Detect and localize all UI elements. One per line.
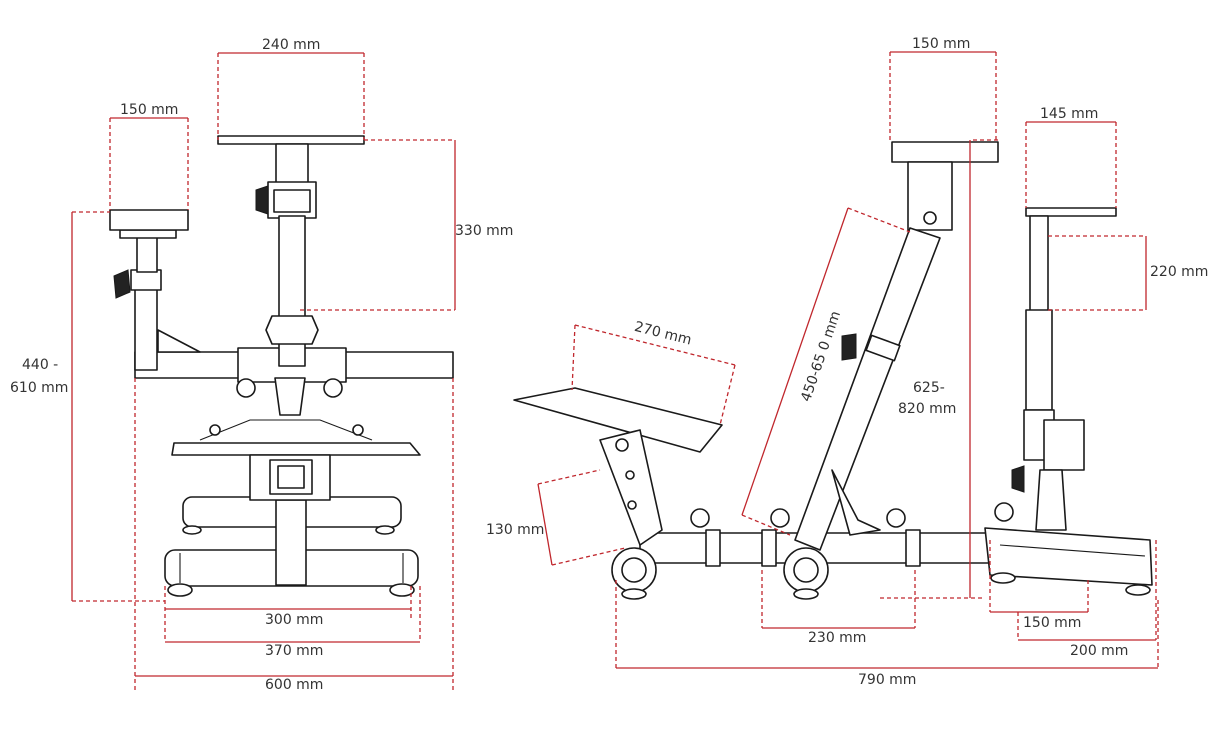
side-dimensions bbox=[537, 51, 1159, 669]
front-shifter-arm bbox=[109, 209, 201, 371]
label-625-b: 820 mm bbox=[898, 401, 956, 417]
label-230mm: 230 mm bbox=[808, 630, 866, 646]
label-440-a: 440 - bbox=[22, 357, 58, 373]
label-440-b: 610 mm bbox=[10, 380, 68, 396]
front-column bbox=[217, 135, 365, 416]
side-view: 150 mm 145 mm 220 mm 270 mm 450-65 0 mm … bbox=[486, 36, 1208, 688]
label-300mm: 300 mm bbox=[265, 612, 323, 628]
front-pedal-plate bbox=[171, 378, 421, 501]
front-dimensions bbox=[71, 52, 456, 690]
label-790mm: 790 mm bbox=[858, 672, 916, 688]
front-view: 240 mm 150 mm 330 mm 440 - 610 mm 300 mm… bbox=[10, 37, 513, 693]
label-240mm: 240 mm bbox=[262, 37, 320, 53]
label-200mm: 200 mm bbox=[1070, 643, 1128, 659]
label-150mm-front: 150 mm bbox=[120, 102, 178, 118]
label-220mm: 220 mm bbox=[1150, 264, 1208, 280]
label-600mm: 600 mm bbox=[265, 677, 323, 693]
front-base bbox=[164, 496, 419, 597]
label-625-a: 625- bbox=[913, 380, 945, 396]
label-330mm: 330 mm bbox=[455, 223, 513, 239]
label-370mm: 370 mm bbox=[265, 643, 323, 659]
label-150mm-base: 150 mm bbox=[1023, 615, 1081, 631]
label-130mm: 130 mm bbox=[486, 522, 544, 538]
side-pedal-plate bbox=[513, 387, 723, 546]
label-270mm: 270 mm bbox=[633, 319, 694, 349]
side-wheel-column bbox=[794, 141, 999, 551]
side-shifter-column bbox=[994, 207, 1117, 531]
label-145mm: 145 mm bbox=[1040, 106, 1098, 122]
side-base bbox=[611, 508, 1153, 600]
label-450-650mm: 450-65 0 mm bbox=[798, 309, 844, 404]
label-150mm-side: 150 mm bbox=[912, 36, 970, 52]
